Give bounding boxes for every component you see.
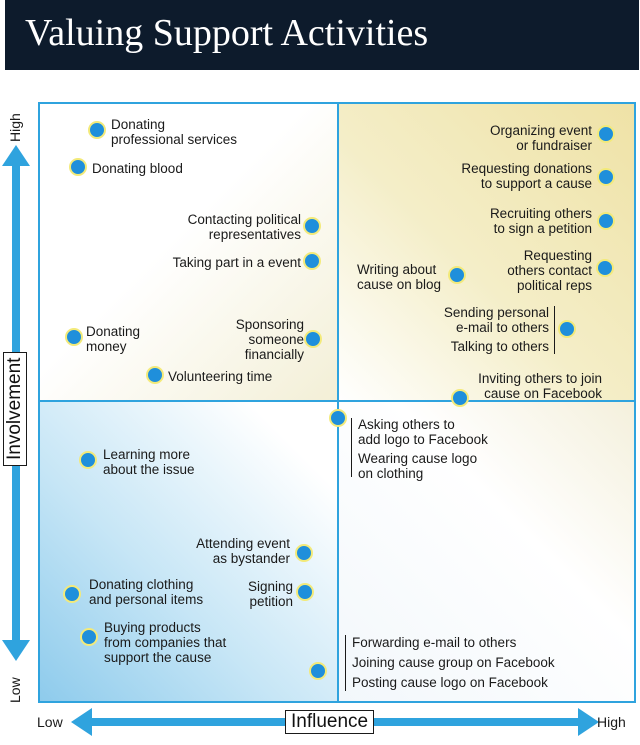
y-axis-low-label: Low [7,677,23,703]
sponsoring-dot [304,330,322,348]
x-axis-title: Influence [285,710,375,734]
horizontal-divider [40,400,634,402]
requesting-donations-dot [597,168,615,186]
vertical-divider [337,104,339,701]
page-title: Valuing Support Activities [25,12,429,54]
logo-group-bracket [351,418,352,477]
attending-bystander-dot [295,544,313,562]
organizing-event-dot [597,125,615,143]
x-axis-high-label: High [597,714,626,730]
volunteering-dot [146,366,164,384]
joining-group-label: Joining cause group on Facebook [352,655,555,670]
quadrant-low-involvement-high-influence [338,401,634,701]
writing-blog-dot [448,266,466,284]
y-axis-title: Involvement [3,351,27,466]
taking-part-dot [303,252,321,270]
matrix-frame [38,102,636,703]
online-group-bracket [345,635,346,691]
talking-label: Talking to others [450,339,549,354]
x-axis-low-label: Low [37,714,63,730]
forwarding-email-label: Forwarding e-mail to others [352,635,517,650]
donating-professional-dot [88,121,106,139]
buying-products-dot [80,628,98,646]
asking-logo-wearing-dot [329,409,347,427]
sending-email-talking-dot [558,320,576,338]
donating-blood-dot [69,158,87,176]
quadrant-high-involvement-low-influence [40,104,338,401]
quadrant-high-involvement-high-influence [338,104,634,401]
inviting-facebook-dot [451,389,469,407]
talking-group-bracket [554,306,555,354]
online-actions-dot [309,662,327,680]
posting-logo-label: Posting cause logo on Facebook [352,675,548,690]
y-axis-high-label: High [7,113,23,142]
signing-petition-dot [296,583,314,601]
donating-blood-label: Donating blood [92,161,183,176]
contacting-political-dot [303,217,321,235]
taking-part-label: Taking part in a event [172,255,301,270]
volunteering-label: Volunteering time [168,369,273,384]
learning-more-dot [79,451,97,469]
title-bar: Valuing Support Activities [5,0,639,70]
requesting-contact-dot [596,259,614,277]
donating-clothing-dot [63,585,81,603]
recruiting-dot [597,212,615,230]
donating-money-dot [65,328,83,346]
